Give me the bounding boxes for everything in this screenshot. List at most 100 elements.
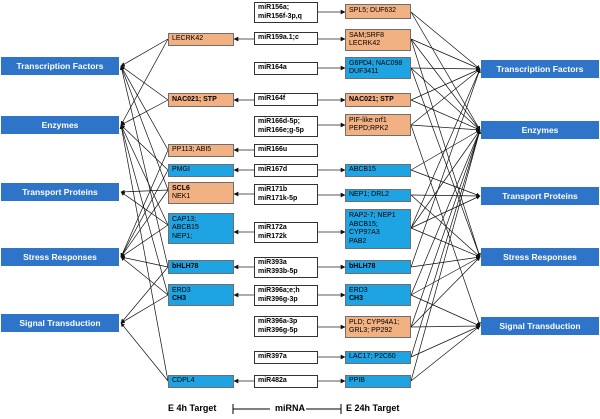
right-category-link: [410, 99, 481, 131]
right-category-link: [410, 68, 481, 126]
right-category-link: [410, 67, 481, 258]
right-category-link: [410, 169, 481, 197]
left-category-link: [120, 65, 169, 101]
target-24h-pld: PLD; CYP94A1;GRL3; PP292: [345, 316, 411, 338]
right-category-link: [410, 124, 481, 327]
target-4h-pp113: PP113; ABI5: [168, 144, 234, 157]
right-category-link: [410, 68, 481, 101]
category-right-stress-responses: Stress Responses: [481, 248, 599, 266]
left-category-link: [120, 38, 169, 126]
right-category-link: [410, 255, 481, 268]
left-category-link: [120, 65, 169, 191]
category-right-enzymes: Enzymes: [481, 121, 599, 139]
mirna-box-164f: miR164f: [254, 93, 318, 106]
left-category-link: [120, 124, 169, 226]
target-4h-bhlh78: bHLH78: [168, 260, 234, 274]
category-left-transport-proteins: Transport Proteins: [1, 183, 119, 201]
left-category-link: [120, 255, 169, 268]
footer-e4h-label: E 4h Target: [168, 403, 217, 413]
target-24h-lac17: LAC17; P2C60: [345, 351, 411, 364]
target-4h-nac021: NAC021; STP: [168, 93, 234, 107]
left-category-link: [120, 124, 169, 171]
category-right-transport-proteins: Transport Proteins: [481, 187, 599, 205]
category-left-enzymes: Enzymes: [1, 116, 119, 134]
target-24h-nep1: NEP1; DRL2: [345, 189, 411, 202]
left-category-link: [120, 266, 169, 324]
right-category-link: [410, 129, 481, 229]
footer-e24h-label: E 24h Target: [346, 403, 400, 413]
right-category-link: [410, 256, 481, 296]
right-category-link: [410, 67, 481, 131]
left-category-link: [120, 224, 169, 258]
target-4h-lecrk42: LECRK42: [168, 33, 234, 46]
right-category-link: [410, 294, 481, 327]
left-category-link: [120, 256, 169, 296]
mirna-box-482a: miR482a: [254, 375, 318, 388]
left-category-link: [120, 294, 169, 324]
mirna-box-166u: miR166u: [254, 144, 318, 157]
right-category-link: [410, 129, 481, 296]
right-category-link: [410, 129, 481, 358]
right-category-link: [410, 194, 481, 258]
left-category-link: [119, 65, 169, 268]
left-category-link: [120, 189, 169, 194]
right-category-link: [410, 129, 481, 328]
right-category-link: [410, 129, 481, 171]
target-24h-nac021: NAC021; STP: [345, 93, 411, 107]
footer-mirna-label: miRNA: [275, 403, 306, 413]
mirna-box-397a: miR397a: [254, 351, 318, 364]
right-category-link: [410, 11, 481, 70]
target-4h-pmgi: PMGI: [168, 164, 234, 177]
mirna-box-166: miR166d-5p;miR166e;g-5p: [254, 116, 318, 137]
right-category-link: [410, 38, 481, 70]
left-category-link: [120, 191, 169, 226]
left-category-link: [120, 169, 169, 258]
mirna-box-156: miR156a;miR156f-3p,q: [254, 2, 318, 23]
right-category-link: [410, 325, 481, 358]
mirna-box-159: miR159a.1;c: [254, 32, 318, 45]
target-4h-cdpl4: CDPL4: [168, 375, 234, 388]
category-right-transcription-factors: Transcription Factors: [481, 60, 599, 78]
left-category-link: [120, 149, 169, 258]
category-left-signal-transduction: Signal Transduction: [1, 314, 119, 332]
right-category-link: [410, 11, 481, 131]
right-category-link: [410, 129, 482, 382]
category-left-stress-responses: Stress Responses: [1, 248, 119, 266]
target-24h-bhlh78: bHLH78: [345, 260, 411, 274]
left-category-link: [119, 124, 169, 296]
mirna-box-167d: miR167d: [254, 164, 318, 177]
left-category-link: [120, 38, 169, 67]
right-category-link: [410, 66, 481, 72]
right-category-link: [410, 124, 481, 132]
right-category-link: [410, 323, 481, 329]
target-24h-abcb15: ABCB15: [345, 164, 411, 177]
left-category-link: [120, 99, 169, 126]
category-right-signal-transduction: Signal Transduction: [481, 317, 599, 335]
mirna-box-164a: miR164a: [254, 62, 318, 75]
right-category-link: [410, 68, 481, 268]
left-category-link: [120, 65, 169, 151]
right-category-link: [410, 193, 481, 199]
left-category-link: [120, 322, 169, 382]
left-category-link: [120, 189, 169, 258]
right-category-link: [410, 256, 481, 328]
category-left-transcription-factors: Transcription Factors: [1, 57, 119, 75]
target-24h-ppib: PPIB: [345, 375, 411, 388]
right-category-link: [410, 325, 481, 382]
target-24h-spl5: SPL5; DUF632: [345, 4, 411, 19]
